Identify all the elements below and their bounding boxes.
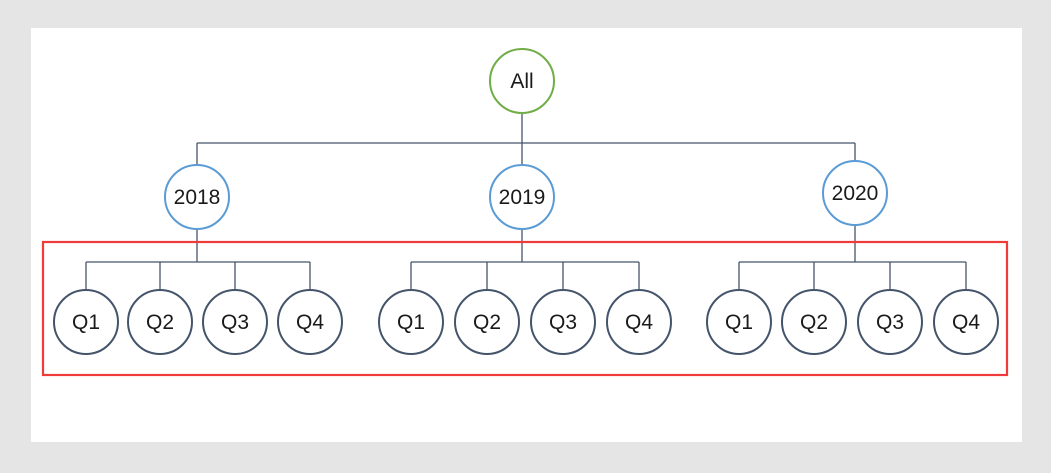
node-2019-q3: Q3 bbox=[530, 289, 596, 355]
node-all-label: All bbox=[510, 69, 534, 93]
node-2019-q3-label: Q3 bbox=[548, 310, 577, 334]
node-2019-label: 2019 bbox=[498, 185, 546, 209]
node-all: All bbox=[489, 48, 555, 114]
node-2020-q4: Q4 bbox=[933, 289, 999, 355]
node-2018-q1: Q1 bbox=[53, 289, 119, 355]
node-2018-q2: Q2 bbox=[127, 289, 193, 355]
node-2018-label: 2018 bbox=[173, 185, 221, 209]
node-2019-q4-label: Q4 bbox=[624, 310, 653, 334]
node-2020: 2020 bbox=[822, 160, 888, 226]
node-2020-q2-label: Q2 bbox=[799, 310, 828, 334]
node-2018-q4: Q4 bbox=[277, 289, 343, 355]
node-2019-q4: Q4 bbox=[606, 289, 672, 355]
node-2018-q3: Q3 bbox=[202, 289, 268, 355]
node-2019-q2-label: Q2 bbox=[472, 310, 501, 334]
node-2018-q2-label: Q2 bbox=[145, 310, 174, 334]
node-2020-q3: Q3 bbox=[857, 289, 923, 355]
node-2020-q2: Q2 bbox=[781, 289, 847, 355]
node-2020-q4-label: Q4 bbox=[951, 310, 980, 334]
node-2018-q1-label: Q1 bbox=[71, 310, 100, 334]
node-2018-q3-label: Q3 bbox=[220, 310, 249, 334]
node-2019-q2: Q2 bbox=[454, 289, 520, 355]
node-2018-q4-label: Q4 bbox=[295, 310, 324, 334]
node-2019-q1-label: Q1 bbox=[396, 310, 425, 334]
node-2020-label: 2020 bbox=[831, 181, 879, 205]
node-2020-q1-label: Q1 bbox=[724, 310, 753, 334]
node-2019: 2019 bbox=[489, 164, 555, 230]
node-2019-q1: Q1 bbox=[378, 289, 444, 355]
node-2020-q1: Q1 bbox=[706, 289, 772, 355]
node-2020-q3-label: Q3 bbox=[875, 310, 904, 334]
node-2018: 2018 bbox=[164, 164, 230, 230]
